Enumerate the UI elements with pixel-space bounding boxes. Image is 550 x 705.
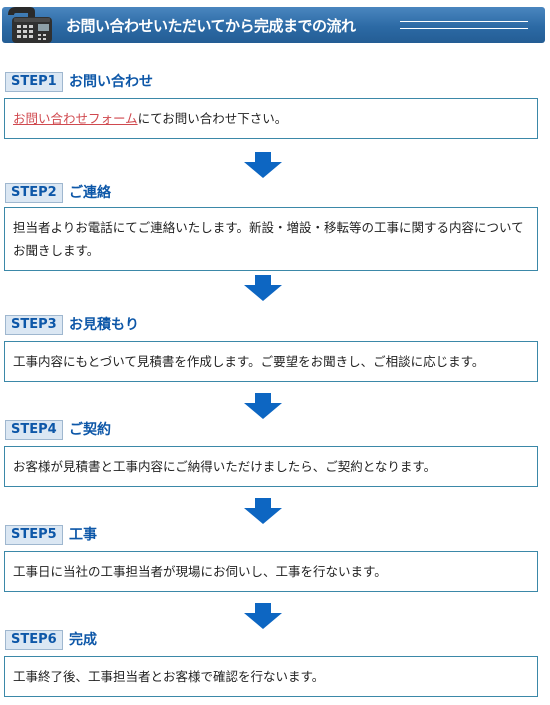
contact-form-link[interactable]: お問い合わせフォーム	[13, 111, 138, 126]
step4-box: お客様が見積書と工事内容にご納得いただけましたら、ご契約となります。	[4, 446, 538, 487]
step2-box: 担当者よりお電話にてご連絡いたします。新設・増設・移転等の工事に関する内容につい…	[4, 207, 538, 271]
step4-badge: STEP4	[5, 420, 63, 440]
step2-text: 担当者よりお電話にてご連絡いたします。新設・増設・移転等の工事に関する内容につい…	[13, 220, 524, 258]
step5-text: 工事日に当社の工事担当者が現場にお伺いし、工事を行ないます。	[13, 564, 387, 579]
step3-title: お見積もり	[69, 317, 139, 333]
step4-text: お客様が見積書と工事内容にご納得いただけましたら、ご契約となります。	[13, 459, 437, 474]
step1-box: お問い合わせフォームにてお問い合わせ下さい。	[4, 98, 538, 139]
step2-title: ご連絡	[69, 185, 111, 201]
step6-text: 工事終了後、工事担当者とお客様で確認を行ないます。	[13, 669, 325, 684]
step6-box: 工事終了後、工事担当者とお客様で確認を行ないます。	[4, 656, 538, 697]
down-arrow-icon	[244, 393, 282, 419]
step5-badge: STEP5	[5, 525, 63, 545]
step1-text: にてお問い合わせ下さい。	[137, 111, 288, 126]
header-rule-top	[400, 21, 528, 22]
step6-badge: STEP6	[5, 630, 63, 650]
step6-title: 完成	[69, 632, 97, 648]
step4-title: ご契約	[69, 422, 111, 438]
step5-title: 工事	[69, 527, 97, 543]
step1-title: お問い合わせ	[69, 74, 153, 90]
down-arrow-icon	[244, 152, 282, 178]
step5-box: 工事日に当社の工事担当者が現場にお伺いし、工事を行ないます。	[4, 551, 538, 592]
down-arrow-icon	[244, 498, 282, 524]
step3-text: 工事内容にもとづいて見積書を作成します。ご要望をお聞きし、ご相談に応じます。	[13, 354, 485, 369]
down-arrow-icon	[244, 603, 282, 629]
down-arrow-icon	[244, 275, 282, 301]
step2-badge: STEP2	[5, 183, 63, 203]
phone-icon	[8, 7, 52, 43]
header-rule-bottom	[400, 28, 528, 29]
step3-box: 工事内容にもとづいて見積書を作成します。ご要望をお聞きし、ご相談に応じます。	[4, 341, 538, 382]
step3-badge: STEP3	[5, 315, 63, 335]
section-header: お問い合わせいただいてから完成までの流れ	[2, 7, 545, 43]
page-title: お問い合わせいただいてから完成までの流れ	[66, 17, 356, 35]
step1-badge: STEP1	[5, 72, 63, 92]
